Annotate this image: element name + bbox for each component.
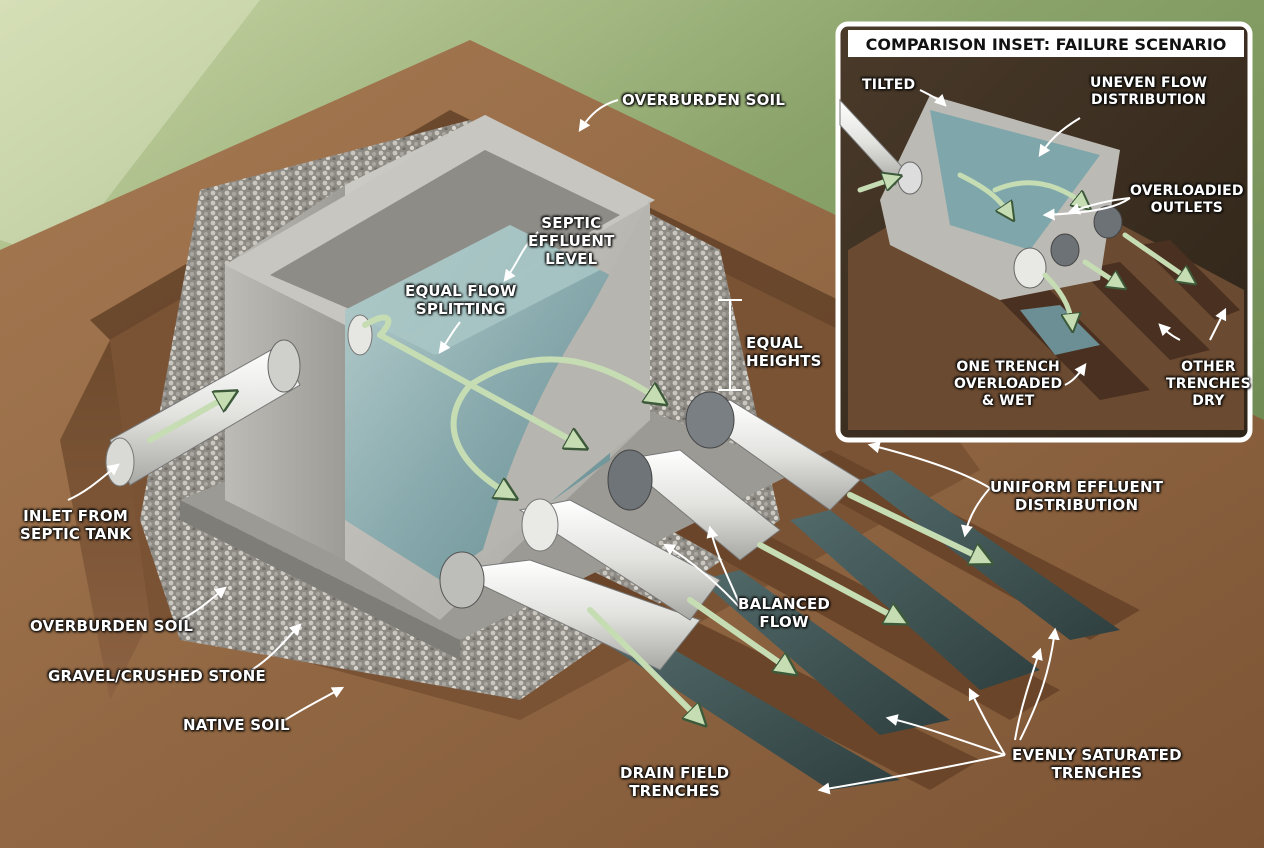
inset-label-tilted: TILTED	[862, 77, 916, 93]
outlet-pipe-2	[518, 498, 721, 621]
inset-wet-trench	[1020, 305, 1100, 355]
trench-2-effluent	[700, 570, 950, 735]
label-native-soil: NATIVE SOIL	[183, 716, 290, 734]
inlet-flow-arrow	[147, 395, 230, 443]
equal-heights-dimension	[718, 299, 742, 391]
label-balanced-flow: BALANCED FLOW	[738, 595, 831, 631]
leader-lines	[67, 99, 1060, 795]
label-gravel-crushed-stone: GRAVEL/CRUSHED STONE	[48, 667, 266, 685]
label-inlet-from-septic-tank: INLET FROM SEPTIC TANK	[20, 507, 132, 543]
pit-left-wall	[60, 340, 150, 700]
dbox-interior	[270, 150, 620, 335]
label-overburden-soil-top: OVERBURDEN SOIL	[622, 91, 786, 109]
inset-title: COMPARISON INSET: FAILURE SCENARIO	[848, 32, 1244, 57]
inlet-coupler	[267, 339, 301, 393]
label-uniform-effluent-distribution: UNIFORM EFFLUENT DISTRIBUTION	[990, 478, 1164, 514]
flow-arrows	[147, 314, 985, 720]
label-overburden-soil-left: OVERBURDEN SOIL	[30, 617, 194, 635]
outlet-pipe-4	[685, 391, 861, 511]
trench-3-effluent	[790, 510, 1040, 690]
outlet-pipe-1	[439, 551, 701, 671]
comparison-inset	[835, 21, 1253, 443]
outlet-pipe-3	[607, 449, 781, 561]
sun-rays	[0, 0, 260, 260]
inset-label-one-trench-overloaded: ONE TRENCH OVERLOADED & WET	[954, 359, 1063, 409]
label-equal-heights: EQUAL HEIGHTS	[746, 334, 822, 370]
label-septic-effluent-level: SEPTIC EFFLUENT LEVEL	[528, 214, 615, 268]
label-equal-flow-splitting: EQUAL FLOW SPLITTING	[405, 282, 517, 318]
label-evenly-saturated-trenches: EVENLY SATURATED TRENCHES	[1012, 746, 1182, 782]
inset-label-other-trenches-dry: OTHER TRENCHES DRY	[1166, 359, 1251, 409]
inset-label-uneven-flow: UNEVEN FLOW DISTRIBUTION	[1090, 75, 1208, 108]
inset-label-overloaded-outlets: OVERLOADIED OUTLETS	[1130, 183, 1244, 216]
trench-1-effluent	[600, 630, 900, 790]
label-drain-field-trenches: DRAIN FIELD TRENCHES	[620, 764, 730, 800]
dbox-cutaway-edge	[480, 200, 650, 560]
